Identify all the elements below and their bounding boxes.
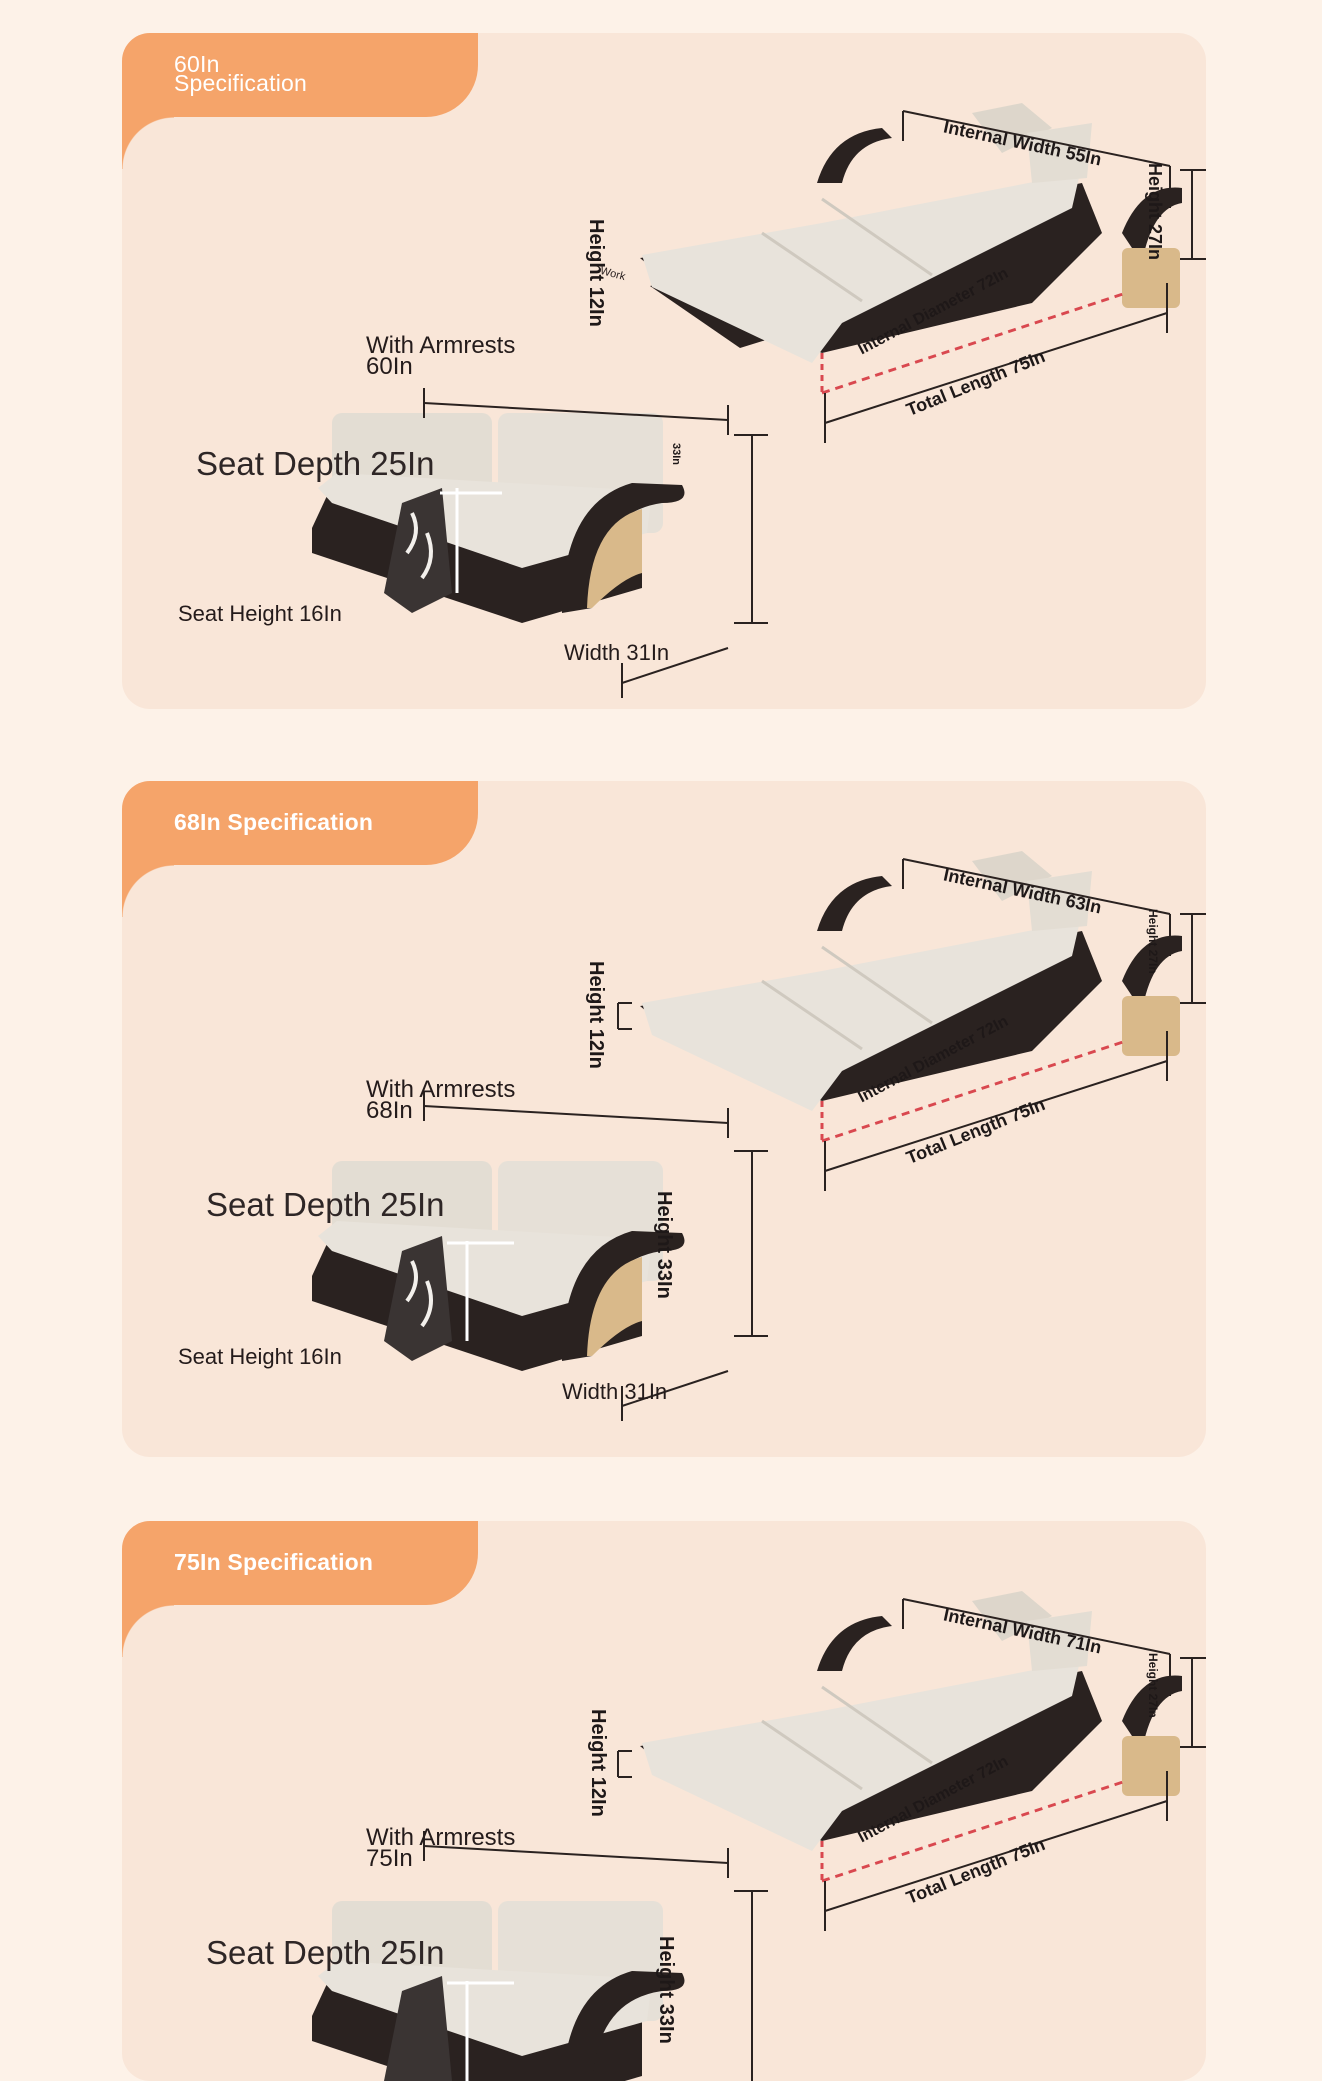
spec-card-68in: 68In Specification <box>122 781 1206 1457</box>
sofa-height-label: 33In <box>670 443 682 466</box>
spec-tab-label: 60In Specification <box>174 51 308 96</box>
sofa-bed-illustration-group <box>312 851 1206 1421</box>
height-bed-label: Height 12In <box>585 961 607 1069</box>
spec-tab <box>122 1521 478 1605</box>
spec-tab-label: 68In Specification <box>174 809 374 835</box>
spec-tab <box>122 781 478 865</box>
seat-depth-label: Seat Depth 25In <box>206 1186 445 1223</box>
height-bed-label: Height 12In <box>585 219 607 327</box>
height-back-label: Height 27In <box>1146 909 1160 974</box>
width-label: Width 31In <box>562 1379 668 1404</box>
sofa-height-label: Height 33In <box>655 1936 677 2044</box>
height-back-label: Height 27In <box>1146 1653 1160 1718</box>
armrests-width-label: With Armrests 75In <box>366 1824 516 1872</box>
spec-card-60in: 60In Specification <box>122 33 1206 709</box>
spec-tab <box>122 33 478 117</box>
sofa-dimension-lines <box>423 388 768 698</box>
sofa-height-label: Height 33In <box>653 1191 675 1299</box>
sofa-bed-unfolded-image <box>640 1591 1182 1883</box>
spec-card-75in: 75In Specification <box>122 1521 1206 2081</box>
sofa-bed-unfolded-image <box>640 851 1182 1143</box>
bed-dimension-lines <box>617 858 1206 1191</box>
sofa-dimension-lines <box>423 1091 768 1421</box>
sofa-image <box>312 1901 685 2081</box>
spec-tab-label: 75In Specification <box>174 1549 374 1575</box>
sofa-image <box>312 413 685 623</box>
height-bed-label: Height 12In <box>587 1709 609 1817</box>
seat-depth-label: Seat Depth 25In <box>206 1934 445 1971</box>
seat-depth-label: Seat Depth 25In <box>196 445 435 482</box>
width-label: Width 31In <box>564 640 670 665</box>
seat-height-label: Seat Height 16In <box>178 601 342 626</box>
sofa-bed-unfolded-image <box>640 103 1182 395</box>
bed-dimension-lines <box>824 110 1206 443</box>
sofa-bed-illustration-group <box>312 103 1206 698</box>
height-back-label: Height 27In <box>1145 163 1165 261</box>
sofa-image <box>312 1161 685 1371</box>
seat-height-label: Seat Height 16In <box>178 1344 342 1369</box>
armrests-width-label: With Armrests 68In <box>366 1076 516 1124</box>
bed-dimension-lines <box>617 1598 1206 1931</box>
armrests-width-label: With Armrests 60In <box>366 332 516 380</box>
